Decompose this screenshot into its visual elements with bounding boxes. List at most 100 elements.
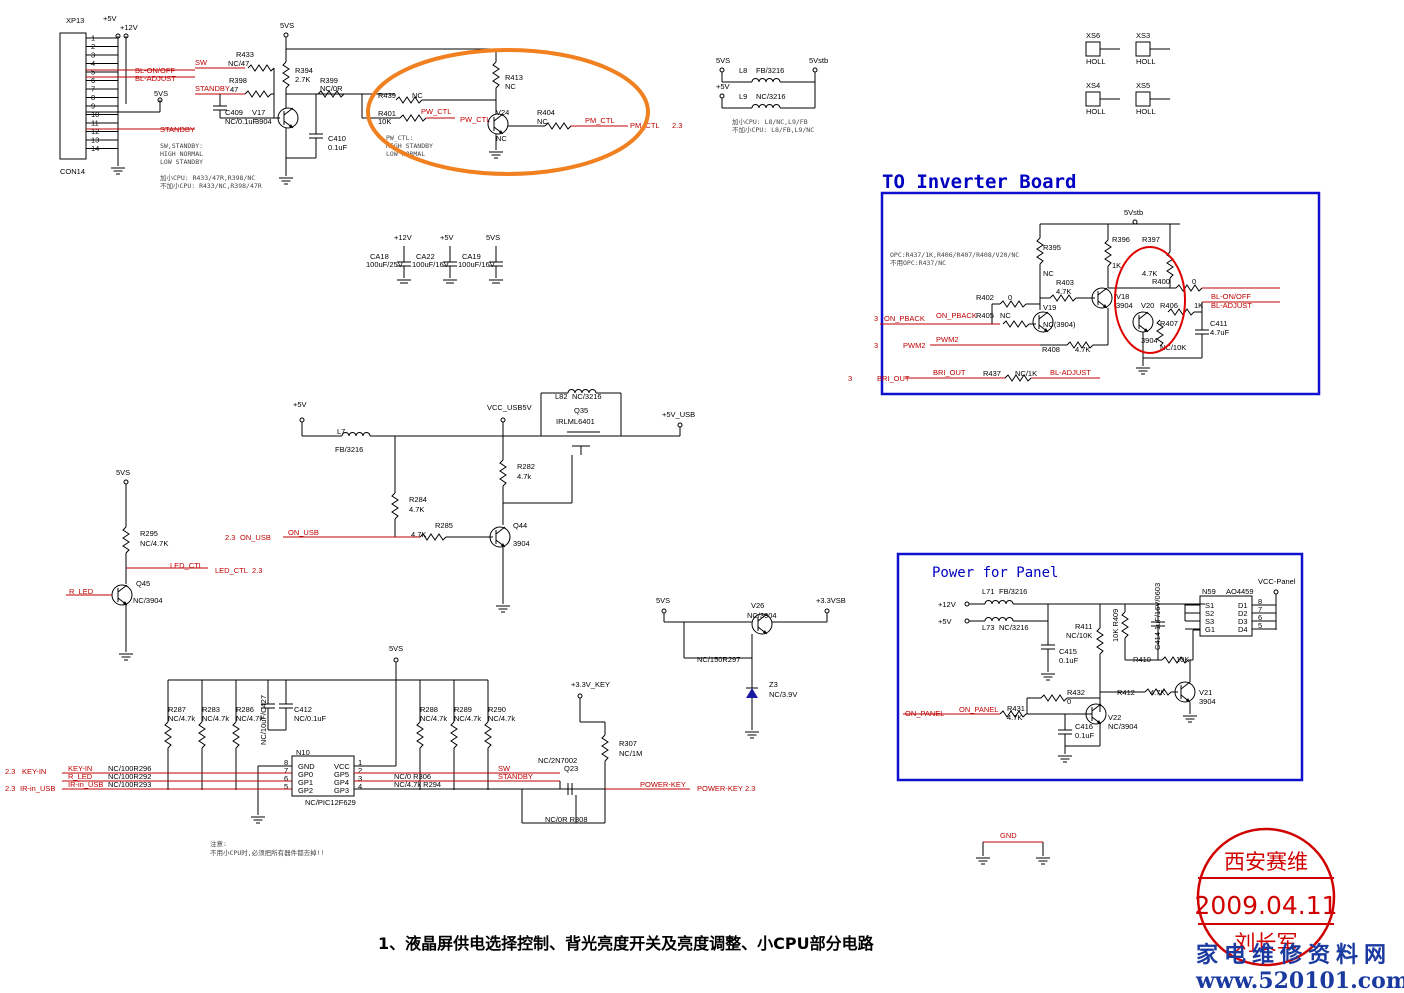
r413-ref: R413 [505, 73, 523, 82]
led-r-led: R_LED [69, 587, 94, 596]
c409-ref: C409 [225, 108, 243, 117]
v21-val: 3904 [1199, 697, 1216, 706]
inverter-block: 5Vstb OPC:R437/1K,R406/R407/R408/V20/NC … [848, 208, 1280, 383]
inv-no-opc-note: 不用OPC:R437/NC [890, 259, 946, 267]
inv-on-pback: ON_PBACK [884, 314, 925, 323]
c427-label: NC/10uF/C427 [259, 695, 268, 745]
n59-pin-d: D2 [1238, 609, 1248, 618]
watermark-cn: 家电维修资料网 [1196, 942, 1392, 968]
connector-ref: XP13 [66, 16, 84, 25]
net-pw-ctl: PW_CTL [421, 107, 451, 116]
inv-rail: 5Vstb [1124, 208, 1143, 217]
holl-ref: XS5 [1136, 81, 1150, 90]
l9-val: NC/3216 [756, 92, 786, 101]
sheet-ref-top: 2.3 [672, 121, 682, 130]
r431-ref: R431 [1007, 704, 1025, 713]
r395-val: NC [1043, 269, 1054, 278]
inv-bl-adj: BL-ADJUST [1050, 368, 1091, 377]
holl-val: HOLL [1136, 107, 1156, 116]
l73-val: NC/3216 [999, 623, 1029, 632]
q35-ref: Q35 [574, 406, 588, 415]
usb-power-block: +5V L7 FB/3216 VCC_USB5V L82 NC/3216 Q35… [225, 389, 695, 613]
pullup-ref: R290 [488, 705, 506, 714]
watermark: 家电维修资料网 www.520101.com [1195, 942, 1404, 993]
c411-ref: C411 [1210, 319, 1227, 328]
rail-5v: +5V [103, 14, 117, 23]
inverter-frame [880, 191, 1321, 396]
mcu-pin-right: GP5 [334, 770, 349, 779]
inv-out-blon: BL-ON/OFF [1211, 292, 1251, 301]
r397-ref: R397 [1142, 235, 1160, 244]
filter-5vstb: 5Vstb [809, 56, 828, 65]
note-low-standby: LOW STANDBY [160, 158, 203, 166]
l71-val: FB/3216 [999, 587, 1027, 596]
mcu-pin-right: VCC [334, 762, 350, 771]
rail-5vs-top: 5VS [280, 21, 294, 30]
mcu-pin-num: 5 [284, 782, 288, 791]
c410-ref: C410 [328, 134, 346, 143]
note-l8l9-nocpu: 不加小CPU: L8/FB,L9/NC [732, 125, 814, 134]
n59-pin-s: S3 [1205, 617, 1214, 626]
mcu-sheet-1: 2.3 [5, 767, 15, 776]
l7-ref: L7 [337, 427, 345, 436]
r439-val: NC [412, 91, 423, 100]
v22-val: NC/3904 [1108, 722, 1138, 731]
n59-pin-d: D1 [1238, 601, 1248, 610]
r292: NC/100R292 [108, 772, 151, 781]
panel-power-block: +12V +5V L71 FB/3216 L73 NC/3216 C415 0.… [903, 577, 1296, 763]
r282-ref: R282 [517, 462, 535, 471]
mcu-r-led: R_LED [68, 772, 93, 781]
mcu-pk: POWER-KEY [640, 780, 686, 789]
v26-ref: V26 [751, 601, 764, 610]
r410-val: 10K [1176, 655, 1189, 664]
led-ctl: LED_CTL [170, 561, 203, 570]
v17-val: 3904 [255, 117, 272, 126]
c412-val: NC/0.1uF [294, 714, 327, 723]
r432-ref: R432 [1067, 688, 1085, 697]
n59-pin-s: S1 [1205, 601, 1214, 610]
r439-ref: R439 [378, 91, 396, 100]
r396-val: 1K [1112, 261, 1121, 270]
r296: NC/100R296 [108, 764, 151, 773]
r405-ref: R405 [976, 311, 994, 320]
inv-on-pback-2: ON_PBACK [936, 311, 977, 320]
mcu-note-1: 注意: [210, 839, 227, 848]
rail-12v: +12V [120, 23, 138, 32]
usb-on-usb: ON_USB [240, 533, 271, 542]
net-bl-adjust: BL-ADJUST [135, 74, 176, 83]
mcu-standby: STANDBY [498, 772, 533, 781]
pullup-ref: R283 [202, 705, 220, 714]
inv-bri-out-2: BRI_OUT [933, 368, 966, 377]
z3-ref: Z3 [769, 680, 778, 689]
reg33-block: 5VS +3.3VSB V26 NC/3904 NC/150R297 Z3 NC… [656, 596, 846, 739]
net-pm-ctl: PM_CTL [585, 116, 615, 125]
stamp-name: 刘长军 [1235, 931, 1298, 955]
r431-val: 4.7K [1007, 713, 1022, 722]
r295-val: NC/4.7K [140, 539, 168, 548]
stamp-org: 西安赛维 [1224, 850, 1308, 874]
r306: NC/0 R306 [394, 772, 431, 781]
l8-ref: L8 [739, 66, 747, 75]
holl-ref: XS3 [1136, 31, 1150, 40]
mcu-pin-left: GP2 [298, 786, 313, 795]
r432-val: 0 [1067, 697, 1071, 706]
c409-val: NC/0.1uF [225, 117, 258, 126]
net-standby-in: STANDBY [195, 84, 230, 93]
mcu-pin-num: 2 [358, 766, 362, 775]
pullup-resistor [198, 721, 206, 749]
mcu-pin-left: GP0 [298, 770, 313, 779]
inv-bri-out: BRI_OUT [877, 374, 910, 383]
panel-vcc: VCC-Panel [1258, 577, 1296, 586]
v21-ref: V21 [1199, 688, 1212, 697]
inv-sheet-1: 3 [874, 314, 878, 323]
r409: 10K R409 [1111, 609, 1120, 642]
pullup-ref: R289 [454, 705, 472, 714]
reg-out: +3.3VSB [816, 596, 846, 605]
mcu-pin-num: 3 [358, 774, 362, 783]
cap-val: 100uF/16V [458, 260, 495, 269]
l7-val: FB/3216 [335, 445, 363, 454]
mcu-pin-left: GND [298, 762, 315, 771]
r411-val: NC/10K [1066, 631, 1092, 640]
mcu-pk-sheet: 2.3 [745, 784, 755, 793]
inv-sheet-3: 3 [848, 374, 852, 383]
